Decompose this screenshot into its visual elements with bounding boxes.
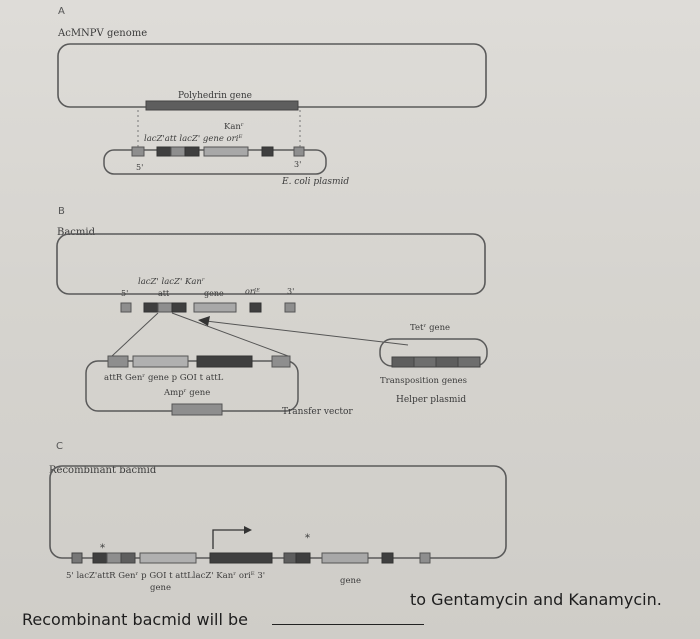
transposition-gene-1 xyxy=(391,356,415,368)
bacmid-box xyxy=(56,233,486,295)
ori-label-b: oriᴱ xyxy=(245,287,260,296)
three-prime-b: 3' xyxy=(287,287,294,296)
lacz-row-b: lacZ' lacZ' Kanʳ xyxy=(138,277,205,287)
segment-b-3 xyxy=(157,302,173,313)
att-label-b: att xyxy=(158,289,170,298)
star-right: * xyxy=(305,533,310,544)
transposition-line-left xyxy=(111,312,159,357)
segment-a-1 xyxy=(131,146,145,157)
segment-a-5 xyxy=(293,146,305,157)
transposition-gene-3 xyxy=(435,356,459,368)
segment-b-1 xyxy=(120,302,132,313)
tet-label: Tetʳ gene xyxy=(410,323,450,333)
segment-c-7 xyxy=(419,552,431,564)
segment-c-4 xyxy=(120,552,136,564)
gene-right-c: gene xyxy=(340,576,361,586)
panel-b-title: Bacmid xyxy=(57,227,96,238)
e-coli-plasmid-label: E. coli plasmid xyxy=(281,177,349,187)
ori-a xyxy=(261,146,274,157)
panel-a-letter: A xyxy=(58,6,65,17)
transposition-genes-label: Transposition genes xyxy=(380,376,467,386)
segment-b-2 xyxy=(143,302,159,313)
polyhedrin-label: Polyhedrin gene xyxy=(178,91,252,101)
goi-segment xyxy=(196,355,253,368)
segment-a-2 xyxy=(156,146,172,157)
segment-a-3 xyxy=(170,146,186,157)
gene-left-c: gene xyxy=(150,583,171,593)
segment-c-3 xyxy=(106,552,122,564)
transposition-gene-4 xyxy=(457,356,481,368)
attr-segment xyxy=(107,355,129,368)
gen-gene-segment xyxy=(132,355,189,368)
segment-b-5 xyxy=(284,302,296,313)
segment-a-4 xyxy=(184,146,200,157)
kan-label-a: Kanʳ xyxy=(224,122,244,132)
promoter-arrow-line xyxy=(212,529,244,549)
answer-blank[interactable] xyxy=(272,624,424,625)
segment-c-1 xyxy=(71,552,83,564)
row-labels-a: lacZ'att lacZ' gene oriᴱ xyxy=(144,134,242,144)
five-prime-a: 5' xyxy=(136,163,143,172)
gene-label-b: gene xyxy=(204,289,224,298)
amp-label: Ampʳ gene xyxy=(163,388,210,398)
question-prefix: Recombinant bacmid will be xyxy=(22,610,248,629)
panel-c-title: Recombinant bacmid xyxy=(49,465,157,476)
transfer-row-labels: attR Genʳ gene p GOI t attL xyxy=(104,373,224,383)
helper-arrow-head xyxy=(198,316,210,326)
kan-gene-a xyxy=(203,146,249,157)
attl-segment xyxy=(271,355,291,368)
panel-a-title: AcMNPV genome xyxy=(57,28,147,39)
acmnpv-genome-box xyxy=(57,43,487,108)
transposition-gene-2 xyxy=(413,356,437,368)
question-suffix: to Gentamycin and Kanamycin. xyxy=(410,590,662,609)
helper-plasmid-label: Helper plasmid xyxy=(396,395,466,405)
segment-c-5 xyxy=(283,552,297,564)
ori-c xyxy=(381,552,394,564)
goi-c xyxy=(209,552,273,564)
panel-b-letter: B xyxy=(58,206,65,217)
segment-b-4 xyxy=(171,302,187,313)
recombinant-bacmid-box xyxy=(49,465,507,559)
helper-arrow-line xyxy=(205,320,409,346)
bottom-row-labels: 5' lacZ'attR Genʳ p GOI t attLlacZ' Kanʳ… xyxy=(66,571,265,581)
kan-gene-c xyxy=(321,552,369,564)
question-sentence: Recombinant bacmid will be to Gentamycin… xyxy=(22,590,692,629)
transfer-vector-label: Transfer vector xyxy=(282,407,353,417)
kan-gene-b xyxy=(193,302,237,313)
star-left: * xyxy=(100,543,105,554)
amp-gene-bar xyxy=(171,403,223,416)
polyhedrin-gene-bar xyxy=(145,100,299,111)
ori-b xyxy=(249,302,262,313)
three-prime-a: 3' xyxy=(294,160,301,169)
promoter-arrow-head xyxy=(244,526,252,534)
panel-c-letter: C xyxy=(56,441,63,452)
segment-c-2 xyxy=(92,552,108,564)
transposition-line-right xyxy=(171,312,289,357)
segment-c-6 xyxy=(295,552,311,564)
gen-gene-c xyxy=(139,552,197,564)
five-prime-b: 5' xyxy=(121,289,128,298)
